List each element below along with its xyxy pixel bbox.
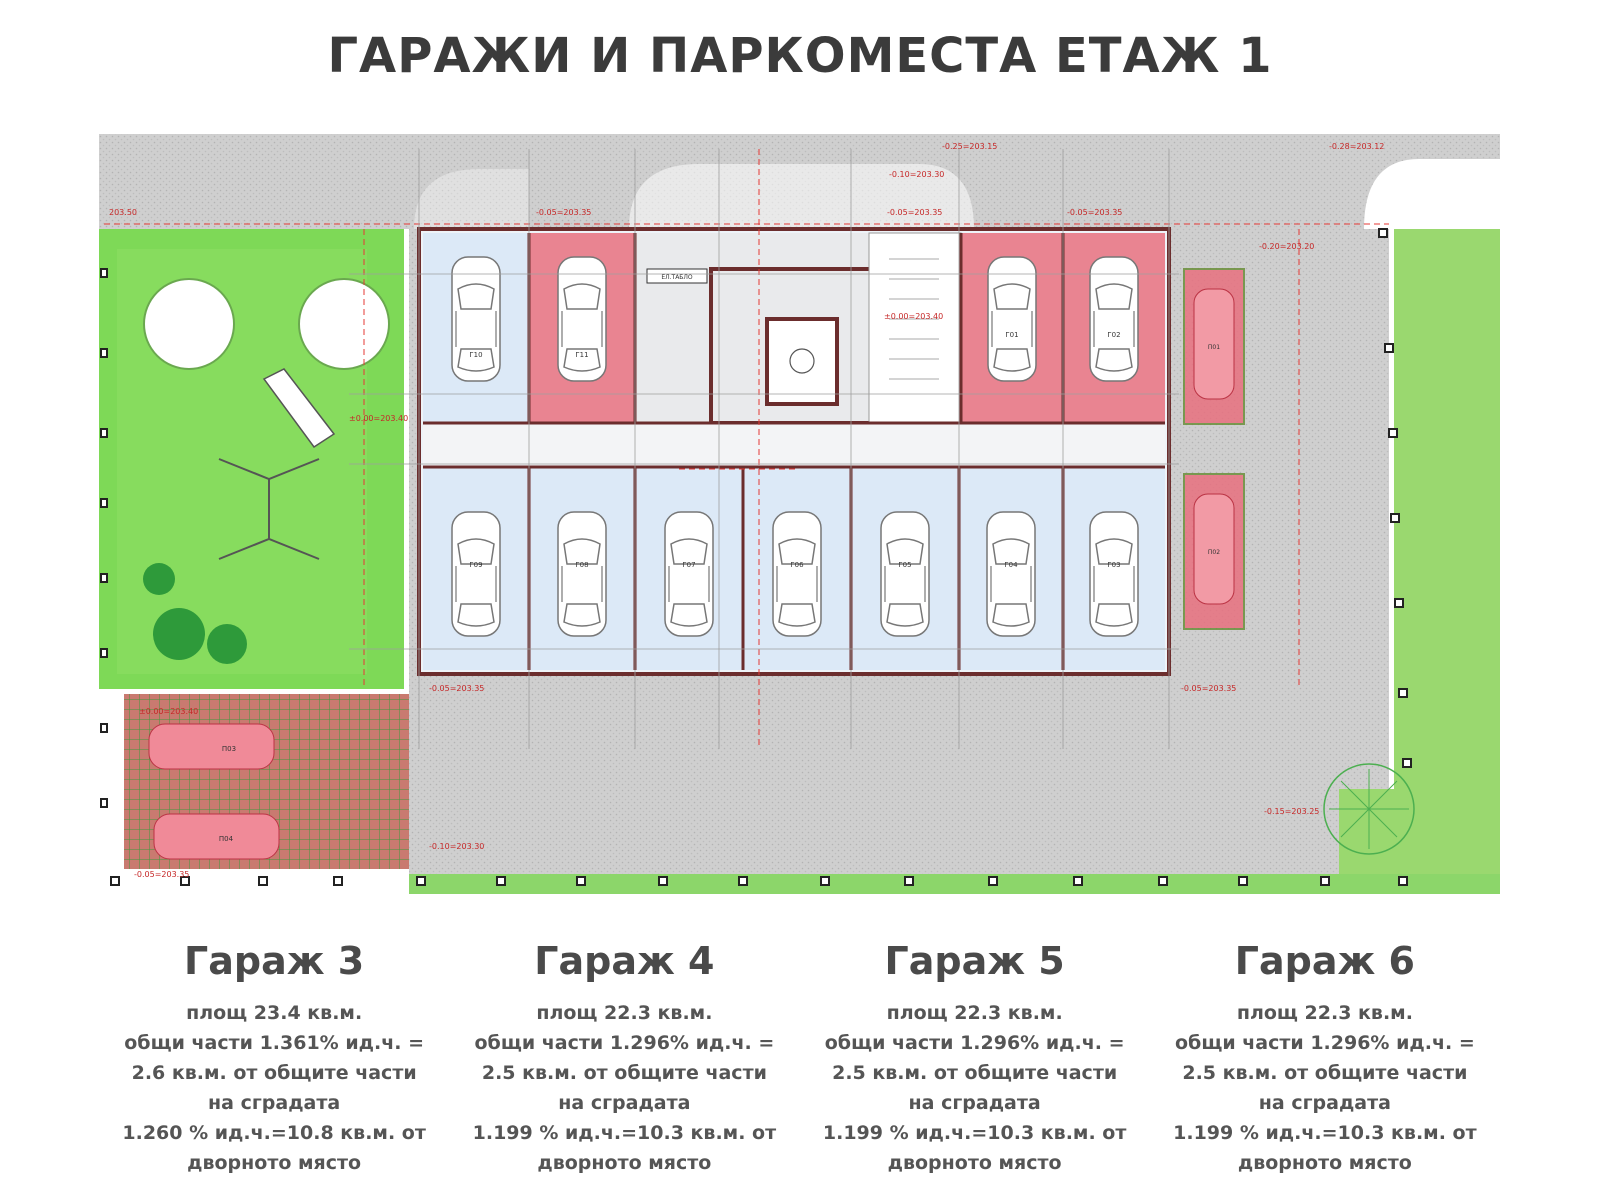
level-marker: -0.05=203.35: [429, 684, 484, 693]
garage-common-share: общи части 1.361% ид.ч. = 2.6 кв.м. от о…: [124, 1031, 424, 1114]
garage-tag-g04: Г04: [1004, 561, 1018, 569]
car-g04: [986, 511, 1036, 637]
car-g02: [1089, 256, 1139, 382]
car-g06: [772, 511, 822, 637]
garage-yard-share: 1.199 % ид.ч.=10.3 кв.м. от дворното мяс…: [472, 1121, 777, 1174]
car-g01: [987, 256, 1037, 382]
garage-title: Гараж 6: [1234, 939, 1415, 983]
level-marker: -0.05=203.35: [1181, 684, 1236, 693]
garage-tag-g03: Г03: [1107, 561, 1120, 569]
garage-area: площ 22.3 кв.м.: [536, 1001, 713, 1024]
garage-area: площ 22.3 кв.м.: [1236, 1001, 1413, 1024]
level-marker: -0.25=203.15: [942, 142, 997, 151]
parking-tag-p01: П01: [1208, 344, 1220, 351]
level-marker: ±0.00=203.40: [349, 414, 408, 423]
garage-tag-g05: Г05: [898, 561, 911, 569]
garage-title: Гараж 4: [534, 939, 715, 983]
car-g07: [664, 511, 714, 637]
level-marker: -0.05=203.35: [536, 208, 591, 217]
garage-title: Гараж 3: [184, 939, 365, 983]
garage-card: Гараж 4 площ 22.3 кв.м. общи части 1.296…: [449, 939, 799, 1190]
garage-common-share: общи части 1.296% ид.ч. = 2.5 кв.м. от о…: [824, 1031, 1125, 1114]
el-panel-tag: ЕЛ.ТАБЛО: [661, 274, 693, 281]
page-title: ГАРАЖИ И ПАРКОМЕСТА ЕТАЖ 1: [327, 28, 1273, 84]
garage-tag-g09: Г09: [469, 561, 482, 569]
garage-area: площ 23.4 кв.м.: [186, 1001, 363, 1024]
car-g09: [451, 511, 501, 637]
level-marker: -0.05=203.35: [887, 208, 942, 217]
garage-tag-g08: Г08: [575, 561, 588, 569]
parking-tag-p04: П04: [219, 835, 234, 843]
level-marker: ±0.00=203.40: [139, 707, 198, 716]
garage-common-share: общи части 1.296% ид.ч. = 2.5 кв.м. от о…: [1175, 1031, 1475, 1114]
garage-tag-g10: Г10: [469, 351, 482, 359]
car-g10: [451, 256, 501, 382]
garage-tag-g07: Г07: [682, 561, 695, 569]
level-marker: 203.50: [109, 208, 137, 217]
level-marker: -0.15=203.25: [1264, 807, 1319, 816]
garage-card: Гараж 3 площ 23.4 кв.м. общи части 1.361…: [99, 939, 449, 1190]
level-marker: ±0.00=203.40: [884, 312, 943, 321]
level-marker: -0.10=203.30: [429, 842, 484, 851]
garage-common-share: общи части 1.296% ид.ч. = 2.5 кв.м. от о…: [474, 1031, 775, 1114]
level-marker: -0.20=203.20: [1259, 242, 1314, 251]
level-marker: -0.28=203.12: [1329, 142, 1384, 151]
garage-tag-g11: Г11: [575, 351, 588, 359]
garage-tag-g02: Г02: [1107, 331, 1120, 339]
car-g08: [557, 511, 607, 637]
level-marker: -0.05=203.35: [134, 870, 189, 879]
garage-yard-share: 1.199 % ид.ч.=10.3 кв.м. от дворното мяс…: [1173, 1121, 1477, 1174]
car-g05: [880, 511, 930, 637]
parking-tag-p03: П03: [222, 745, 236, 753]
garage-card: Гараж 6 площ 22.3 кв.м. общи части 1.296…: [1150, 939, 1500, 1190]
floor-plan-drawing: П03 П04: [99, 129, 1500, 919]
car-g03: [1089, 511, 1139, 637]
garage-tag-g01: Г01: [1005, 331, 1018, 339]
level-marker: -0.05=203.35: [1067, 208, 1122, 217]
garage-yard-share: 1.260 % ид.ч.=10.8 кв.м. от дворното мяс…: [122, 1121, 426, 1174]
garage-title: Гараж 5: [884, 939, 1065, 983]
parking-tag-p02: П02: [1208, 549, 1220, 556]
floor-plan: П03 П04: [99, 129, 1500, 919]
level-marker: -0.10=203.30: [889, 170, 944, 179]
car-g11: [557, 256, 607, 382]
garage-card: Гараж 5 площ 22.3 кв.м. общи части 1.296…: [800, 939, 1150, 1190]
garage-yard-share: 1.199 % ид.ч.=10.3 кв.м. от дворното мяс…: [822, 1121, 1127, 1174]
garage-area: площ 22.3 кв.м.: [886, 1001, 1063, 1024]
garage-info-row: Гараж 3 площ 23.4 кв.м. общи части 1.361…: [99, 939, 1500, 1190]
garage-tag-g06: Г06: [790, 561, 804, 569]
